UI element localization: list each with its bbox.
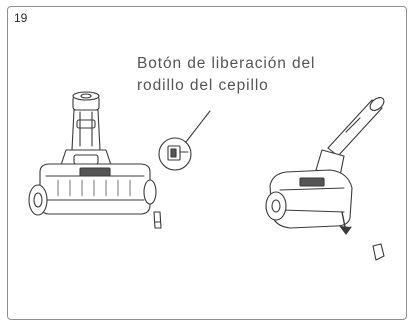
callout-line-1: Botón de liberación del xyxy=(137,55,316,72)
callout-label: Botón de liberación del rodillo del cepi… xyxy=(137,53,367,97)
removed-cap-left xyxy=(153,211,162,229)
release-button-detail xyxy=(158,137,192,171)
removed-cap-right xyxy=(372,243,385,261)
step-number: 19 xyxy=(14,11,28,25)
right-brush-head xyxy=(265,97,385,235)
left-brush-head xyxy=(28,91,157,216)
callout-line-2: rodillo del cepillo xyxy=(137,77,269,94)
leader-line xyxy=(185,110,211,143)
